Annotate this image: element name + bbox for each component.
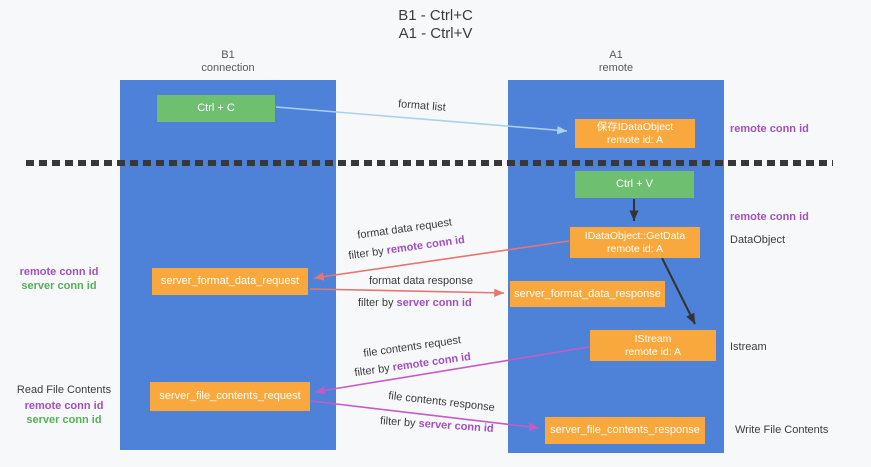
node-save-idataobject: 保存IDataObject remote id: A <box>575 119 695 148</box>
title-line-1: B1 - Ctrl+C <box>398 7 473 24</box>
filter-by-text-3: filter by <box>353 361 394 380</box>
server-conn-id-text-2: server conn id <box>396 297 472 309</box>
lane-b1-subtitle: connection <box>201 62 255 74</box>
format-data-response-arrow <box>309 288 505 297</box>
diagram-title: B1 - Ctrl+C A1 - Ctrl+V <box>0 7 871 43</box>
node-server-file-contents-response: server_file_contents_response <box>545 417 705 444</box>
server-conn-id-annotation-left: server conn id <box>21 280 97 292</box>
remote-conn-id-text-3: remote conn id <box>391 350 472 374</box>
remote-conn-id-annotation-top: remote conn id <box>730 123 809 135</box>
node-server-format-data-response: server_format_data_response <box>510 281 665 307</box>
file-contents-response-label: file contents response <box>387 389 496 415</box>
node-istream-line2: remote id: A <box>624 345 682 358</box>
filter-by-text-1: filter by <box>347 244 388 263</box>
istream-annotation: Istream <box>730 341 767 353</box>
node-getdata-line2: remote id: A <box>606 242 664 255</box>
format-list-label: format list <box>397 98 447 114</box>
node-istream-line1: IStream <box>634 332 672 345</box>
node-server-format-data-request: server_format_data_request <box>152 268 308 295</box>
format-data-response-filter-label: filter by server conn id <box>358 297 472 309</box>
node-ctrl-c-label: Ctrl + C <box>197 102 235 114</box>
lane-header-a1: A1 remote <box>508 49 724 75</box>
node-ctrl-v-label: Ctrl + V <box>616 178 653 190</box>
file-contents-response-filter-label: filter by server conn id <box>380 415 494 435</box>
remote-conn-id-annotation-bottom: remote conn id <box>24 400 104 412</box>
node-server-format-data-request-label: server_format_data_request <box>160 275 300 287</box>
write-file-contents-annotation: Write File Contents <box>735 424 829 436</box>
lane-header-b1: B1 connection <box>120 49 336 75</box>
remote-conn-id-text-1: remote conn id <box>385 233 466 257</box>
lane-b1-name: B1 <box>221 49 235 61</box>
format-data-response-label: format data response <box>369 275 473 287</box>
remote-conn-id-annotation-left: remote conn id <box>19 266 99 278</box>
filter-by-text-2: filter by <box>358 297 397 309</box>
read-file-contents-annotation: Read File Contents <box>16 384 112 396</box>
server-conn-id-text-4: server conn id <box>418 417 494 435</box>
dataobject-annotation: DataObject <box>730 234 786 246</box>
lane-a1-name: A1 <box>609 49 623 61</box>
node-server-file-contents-request: server_file_contents_request <box>150 382 310 411</box>
node-server-file-contents-response-label: server_file_contents_response <box>550 424 700 436</box>
node-server-file-contents-request-label: server_file_contents_request <box>159 390 301 402</box>
title-line-2: A1 - Ctrl+V <box>398 25 473 42</box>
left-conn-id-annotation: remote conn id server conn id <box>8 265 110 293</box>
dashed-divider <box>26 160 833 166</box>
node-idataobject-getdata: IDataObject::GetData remote id: A <box>570 227 700 258</box>
node-ctrl-c: Ctrl + C <box>157 95 275 122</box>
node-server-format-data-response-label: server_format_data_response <box>514 287 661 300</box>
server-conn-id-annotation-bottom: server conn id <box>26 414 102 426</box>
read-file-contents-annotation-block: Read File Contents remote conn id server… <box>8 383 120 427</box>
node-getdata-line1: IDataObject::GetData <box>584 229 686 242</box>
lane-a1-subtitle: remote <box>598 62 634 74</box>
remote-conn-id-annotation-mid: remote conn id <box>730 211 809 223</box>
node-istream: IStream remote id: A <box>590 330 716 361</box>
node-save-idataobject-line2: remote id: A <box>606 133 664 146</box>
node-ctrl-v: Ctrl + V <box>575 171 694 198</box>
filter-by-text-4: filter by <box>379 415 419 430</box>
node-save-idataobject-line1: 保存IDataObject <box>596 120 674 133</box>
